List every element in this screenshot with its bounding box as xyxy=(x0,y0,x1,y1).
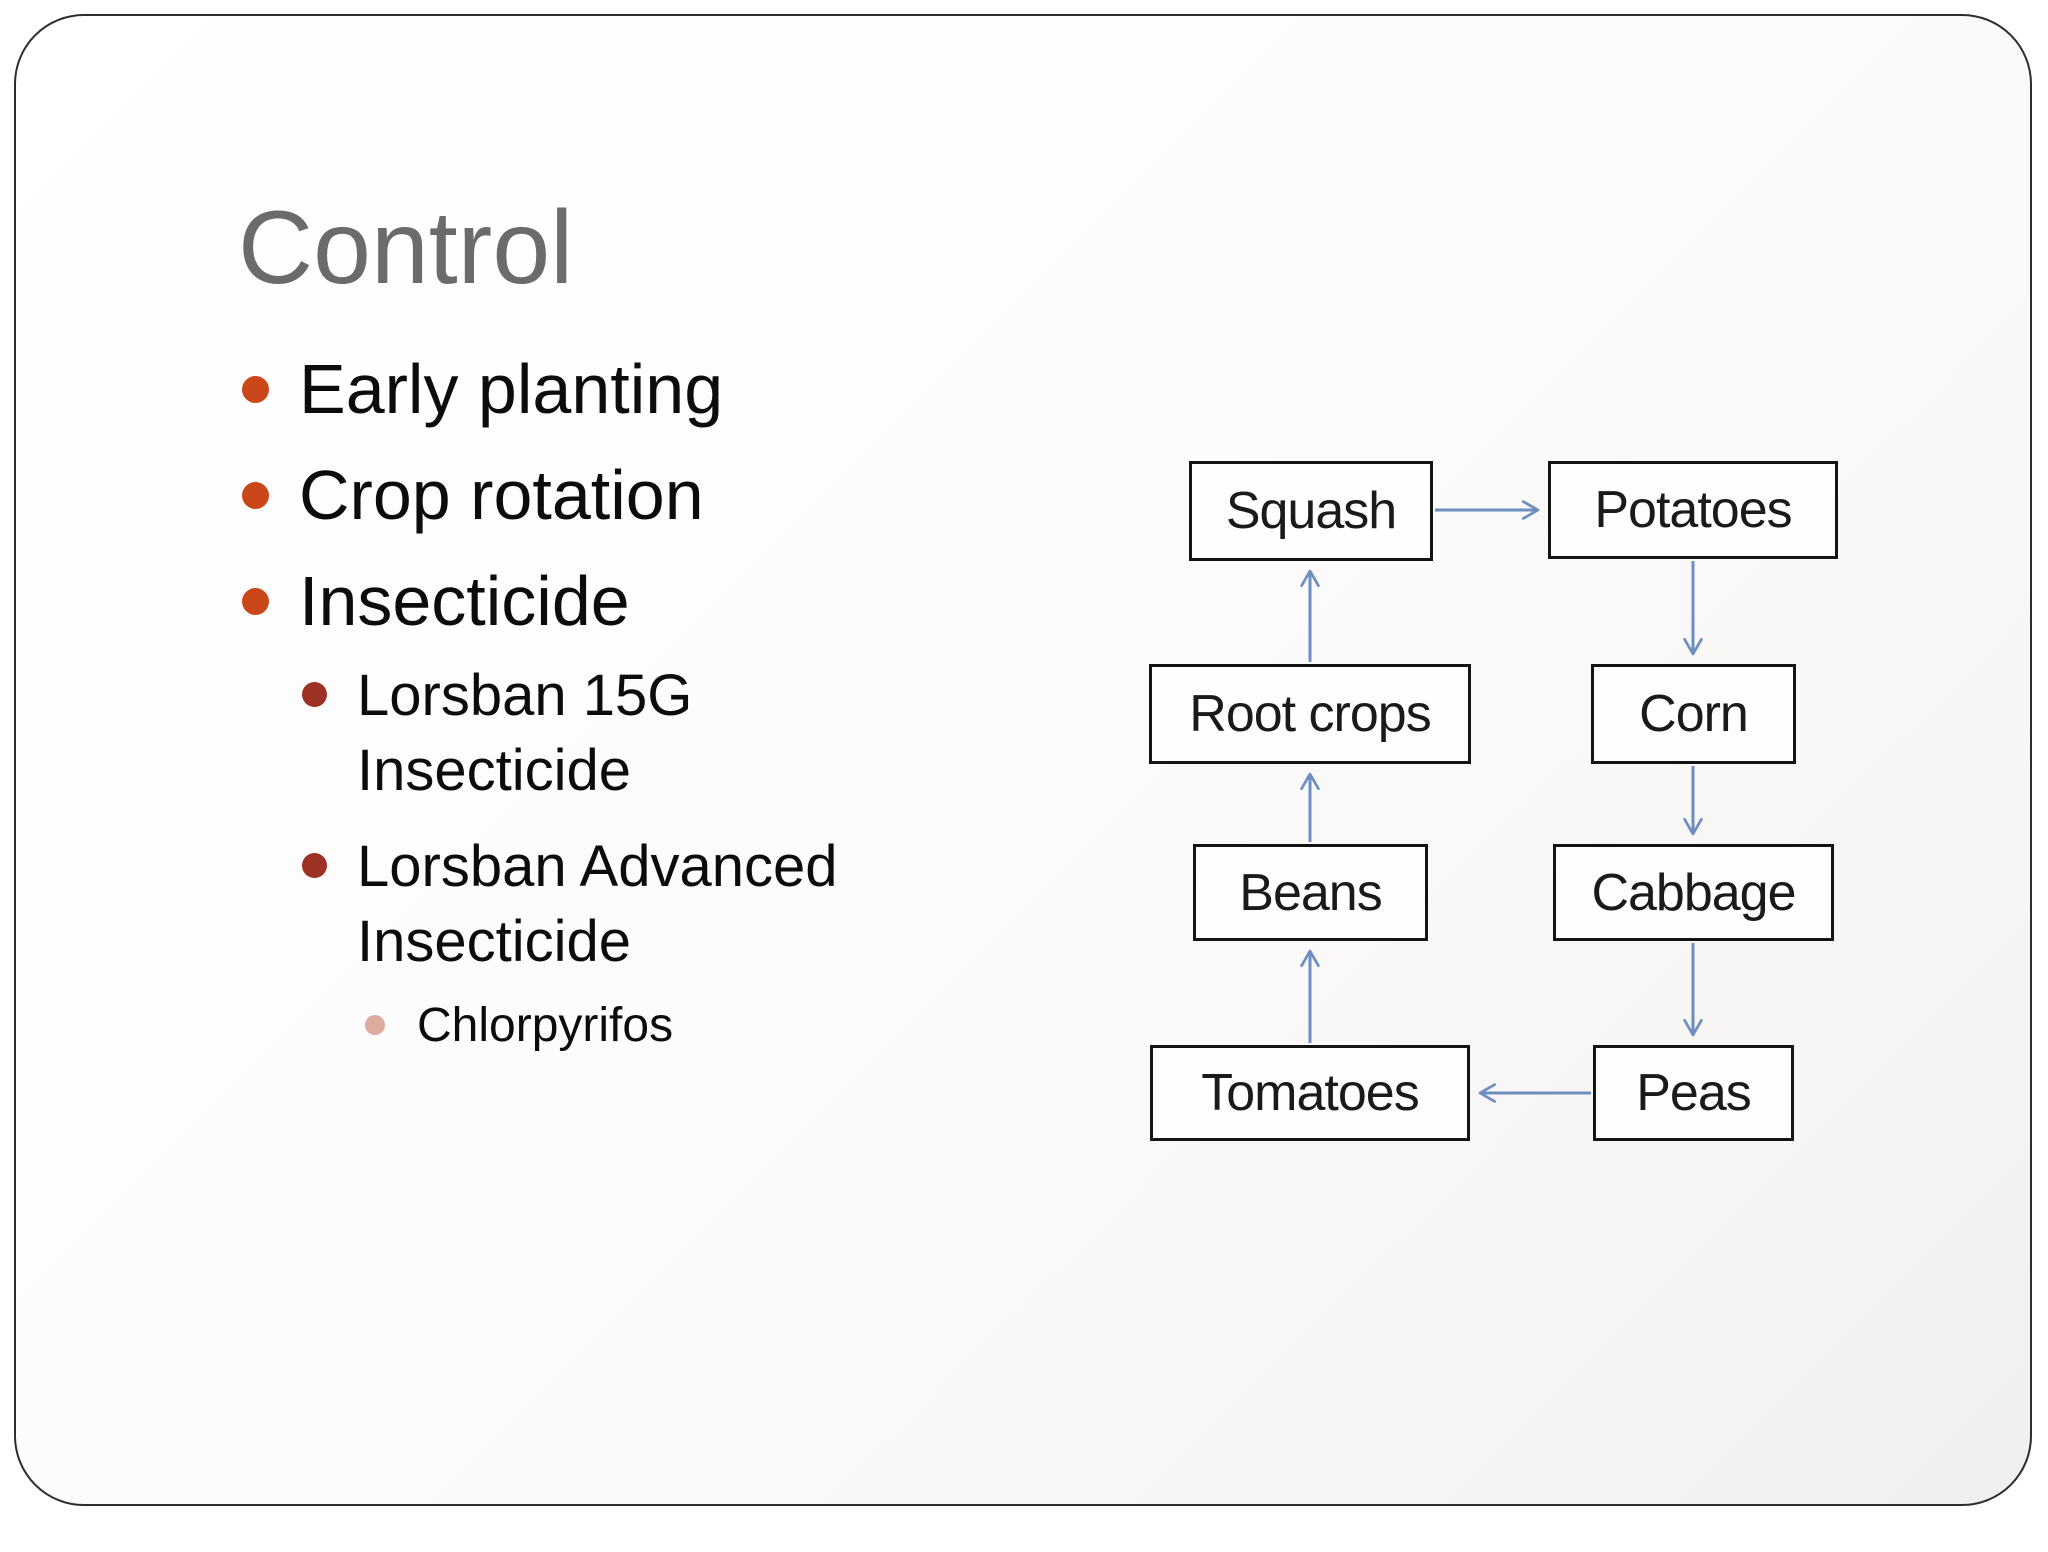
bullet-dot-icon xyxy=(302,682,327,707)
bullet-dot-icon xyxy=(242,482,269,509)
node-potatoes: Potatoes xyxy=(1548,461,1838,559)
bullet-text: Crop rotation xyxy=(299,456,704,534)
list-item: Lorsban Advanced Insecticide Chlorpyrifo… xyxy=(302,829,968,1056)
bullet-text: Early planting xyxy=(299,350,724,428)
bullet-dot-icon xyxy=(242,376,269,403)
bullet-dot-icon xyxy=(242,588,269,615)
node-beans: Beans xyxy=(1193,844,1428,941)
bullet-dot-icon xyxy=(365,1014,385,1035)
list-item: Early planting xyxy=(228,354,968,424)
bullet-text: Lorsban Advanced Insecticide xyxy=(357,833,838,975)
list-item: Crop rotation xyxy=(228,460,968,530)
bullet-text: Insecticide xyxy=(299,562,630,640)
bullet-text: Chlorpyrifos xyxy=(417,998,674,1052)
node-squash: Squash xyxy=(1189,461,1433,561)
node-corn: Corn xyxy=(1591,664,1796,764)
node-peas: Peas xyxy=(1593,1045,1794,1141)
sub-bullet-list: Lorsban 15G Insecticide Lorsban Advanced… xyxy=(302,658,968,1056)
node-cabbage: Cabbage xyxy=(1553,844,1834,941)
bullet-dot-icon xyxy=(302,852,327,878)
list-item: Lorsban 15G Insecticide xyxy=(302,658,968,809)
list-item: Chlorpyrifos xyxy=(365,996,968,1056)
bullet-text: Lorsban 15G Insecticide xyxy=(357,663,693,804)
node-tomatoes: Tomatoes xyxy=(1150,1045,1470,1141)
slide: Control Early planting Crop rotation Ins… xyxy=(14,14,2032,1506)
node-root-crops: Root crops xyxy=(1149,664,1471,764)
sub-sub-bullet-list: Chlorpyrifos xyxy=(365,996,968,1056)
slide-title: Control xyxy=(238,190,574,306)
bullet-list: Early planting Crop rotation Insecticide… xyxy=(228,354,968,1092)
list-item: Insecticide Lorsban 15G Insecticide Lors… xyxy=(228,566,968,1056)
